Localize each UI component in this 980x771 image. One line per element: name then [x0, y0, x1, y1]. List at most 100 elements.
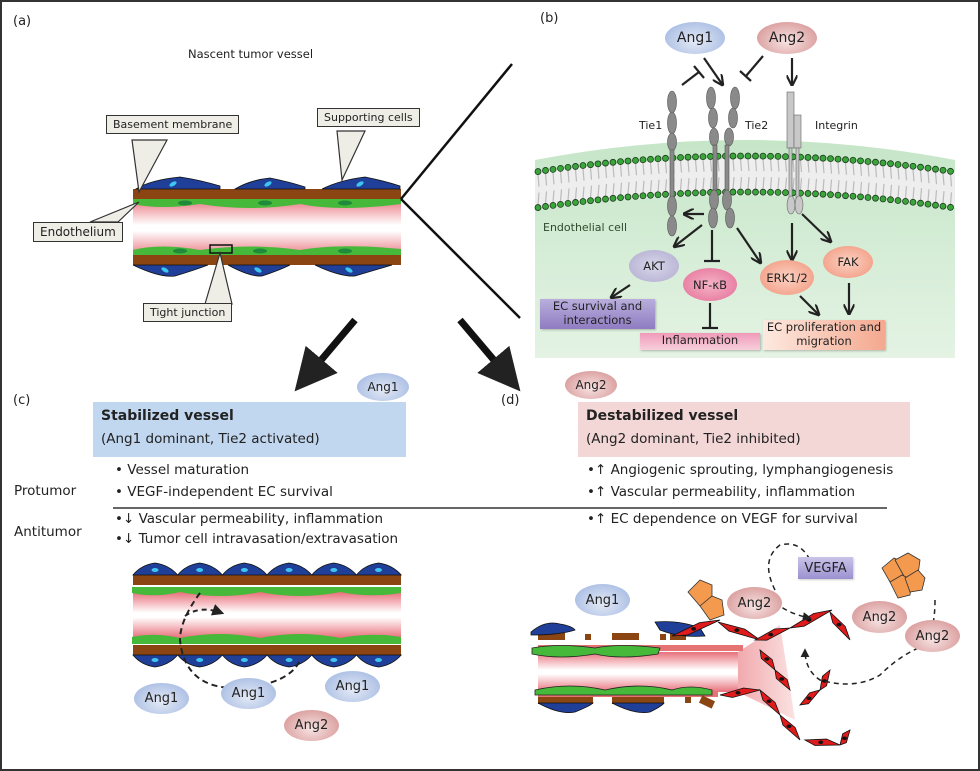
- lipid-head: [624, 193, 632, 201]
- lipid-head: [782, 189, 789, 196]
- lipid-head: [857, 193, 864, 201]
- lipid-head: [744, 152, 752, 160]
- basement-membrane-top: [133, 189, 401, 199]
- lipid-head: [804, 190, 812, 197]
- outcome-ec-survival: EC survival and interactions: [540, 299, 655, 329]
- lipid-head: [684, 153, 692, 161]
- lipid-head: [819, 190, 827, 198]
- nascent-vessel-title: Nascent tumor vessel: [188, 47, 314, 61]
- nascent-vessel-illustration: [89, 130, 401, 305]
- lipid-head: [894, 161, 902, 168]
- node-fak: FAK: [823, 246, 873, 278]
- stabilized-subtitle: (Ang1 dominant, Tie2 activated): [101, 431, 320, 447]
- destabilized-vessel-box: Destabilized vessel (Ang2 dominant, Tie2…: [578, 402, 910, 457]
- lipid-head: [699, 153, 707, 161]
- lipid-head: [602, 159, 609, 167]
- lipid-head: [819, 154, 827, 162]
- ligand-ang2-d: Ang2: [852, 601, 907, 633]
- lipid-head: [572, 163, 579, 170]
- lipid-head: [902, 161, 909, 169]
- tumor-cell-cluster: [687, 552, 926, 621]
- integrin-receptor: [786, 91, 804, 215]
- lipid-head: [834, 155, 842, 163]
- arrow-to-destabilized: [457, 317, 521, 392]
- ligand-ang2-d: Ang2: [565, 371, 617, 399]
- lipid-head: [782, 153, 789, 160]
- lipid-head: [849, 192, 857, 200]
- node-nfkb: NF-κB: [683, 268, 737, 301]
- lipid-head: [827, 155, 834, 163]
- lipid-head: [707, 153, 714, 160]
- lipid-head: [662, 190, 669, 198]
- lipid-head: [812, 190, 819, 198]
- node-erk: ERK1/2: [760, 260, 814, 295]
- lipid-head: [737, 152, 744, 160]
- sprout-endothelial-cell: [671, 619, 721, 637]
- lipid-head: [579, 198, 587, 205]
- lipid-head: [752, 152, 759, 160]
- arrow-to-stabilized: [294, 317, 358, 392]
- lipid-head: [677, 154, 684, 161]
- ligand-ang1-c: Ang1: [325, 671, 380, 702]
- lipid-head: [602, 195, 609, 203]
- lipid-head: [542, 167, 549, 174]
- lipid-head: [549, 165, 557, 173]
- lipid-head: [572, 199, 579, 206]
- lipid-head: [729, 152, 737, 160]
- lipid-head: [662, 154, 669, 162]
- lipid-head: [632, 156, 639, 164]
- lipid-head: [834, 191, 842, 199]
- d-protumor-item: •↑ Vascular permeability, inflammation: [587, 484, 856, 500]
- ligand-ang1-c: Ang1: [357, 373, 409, 401]
- lipid-head: [917, 163, 924, 171]
- ligand-ang1: Ang1: [665, 22, 725, 54]
- vegfa-label: VEGFA: [798, 557, 853, 579]
- lipid-head: [579, 162, 587, 169]
- lipid-head: [804, 154, 812, 161]
- zoom-line-top: [400, 63, 513, 200]
- lipid-head: [587, 197, 594, 205]
- outcome-inflammation: Inflammation: [640, 333, 760, 350]
- c-protumor-item: • VEGF-independent EC survival: [115, 484, 333, 500]
- lipid-head: [932, 201, 939, 209]
- lipid-head: [902, 197, 909, 205]
- lipid-head: [879, 195, 887, 203]
- ligand-ang2-d: Ang2: [727, 587, 782, 619]
- lipid-head: [872, 158, 879, 166]
- lipid-head: [909, 198, 917, 206]
- lipid-head: [872, 194, 879, 202]
- lipid-head: [557, 200, 564, 208]
- lipid-head: [864, 158, 872, 165]
- lipid-head: [887, 160, 894, 168]
- lipid-head: [654, 155, 662, 163]
- lipid-head: [759, 188, 767, 196]
- destabilized-title: Destabilized vessel: [586, 408, 739, 424]
- callout-basement-membrane: Basement membrane: [106, 115, 240, 134]
- lipid-head: [617, 194, 624, 202]
- lipid-head: [639, 192, 647, 200]
- panel-label-c: (c): [13, 393, 31, 408]
- lipid-head: [534, 168, 542, 175]
- row-label-antitumor: Antitumor: [14, 524, 82, 540]
- lipid-head: [654, 191, 662, 199]
- lipid-head: [932, 165, 939, 173]
- destabilized-subtitle: (Ang2 dominant, Tie2 inhibited): [586, 431, 801, 447]
- lipid-head: [939, 166, 947, 174]
- ligand-ang1-c: Ang1: [221, 678, 276, 709]
- lipid-head: [849, 156, 857, 164]
- lipid-head: [879, 159, 887, 167]
- signaling-illustration: [534, 55, 955, 358]
- ligand-ang2-d: Ang2: [905, 620, 960, 652]
- lipid-head: [774, 188, 782, 196]
- label-tie2: Tie2: [745, 119, 769, 132]
- tie2-receptor: [706, 86, 740, 229]
- callout-endothelium: Endothelium: [33, 222, 123, 242]
- endothelium-bottom: [133, 246, 401, 255]
- lipid-head: [827, 191, 834, 199]
- lipid-head: [549, 201, 557, 209]
- callout-supporting-cells: Supporting cells: [317, 108, 420, 127]
- lipid-head: [774, 152, 782, 160]
- label-integrin: Integrin: [815, 119, 858, 132]
- lipid-head: [842, 156, 849, 164]
